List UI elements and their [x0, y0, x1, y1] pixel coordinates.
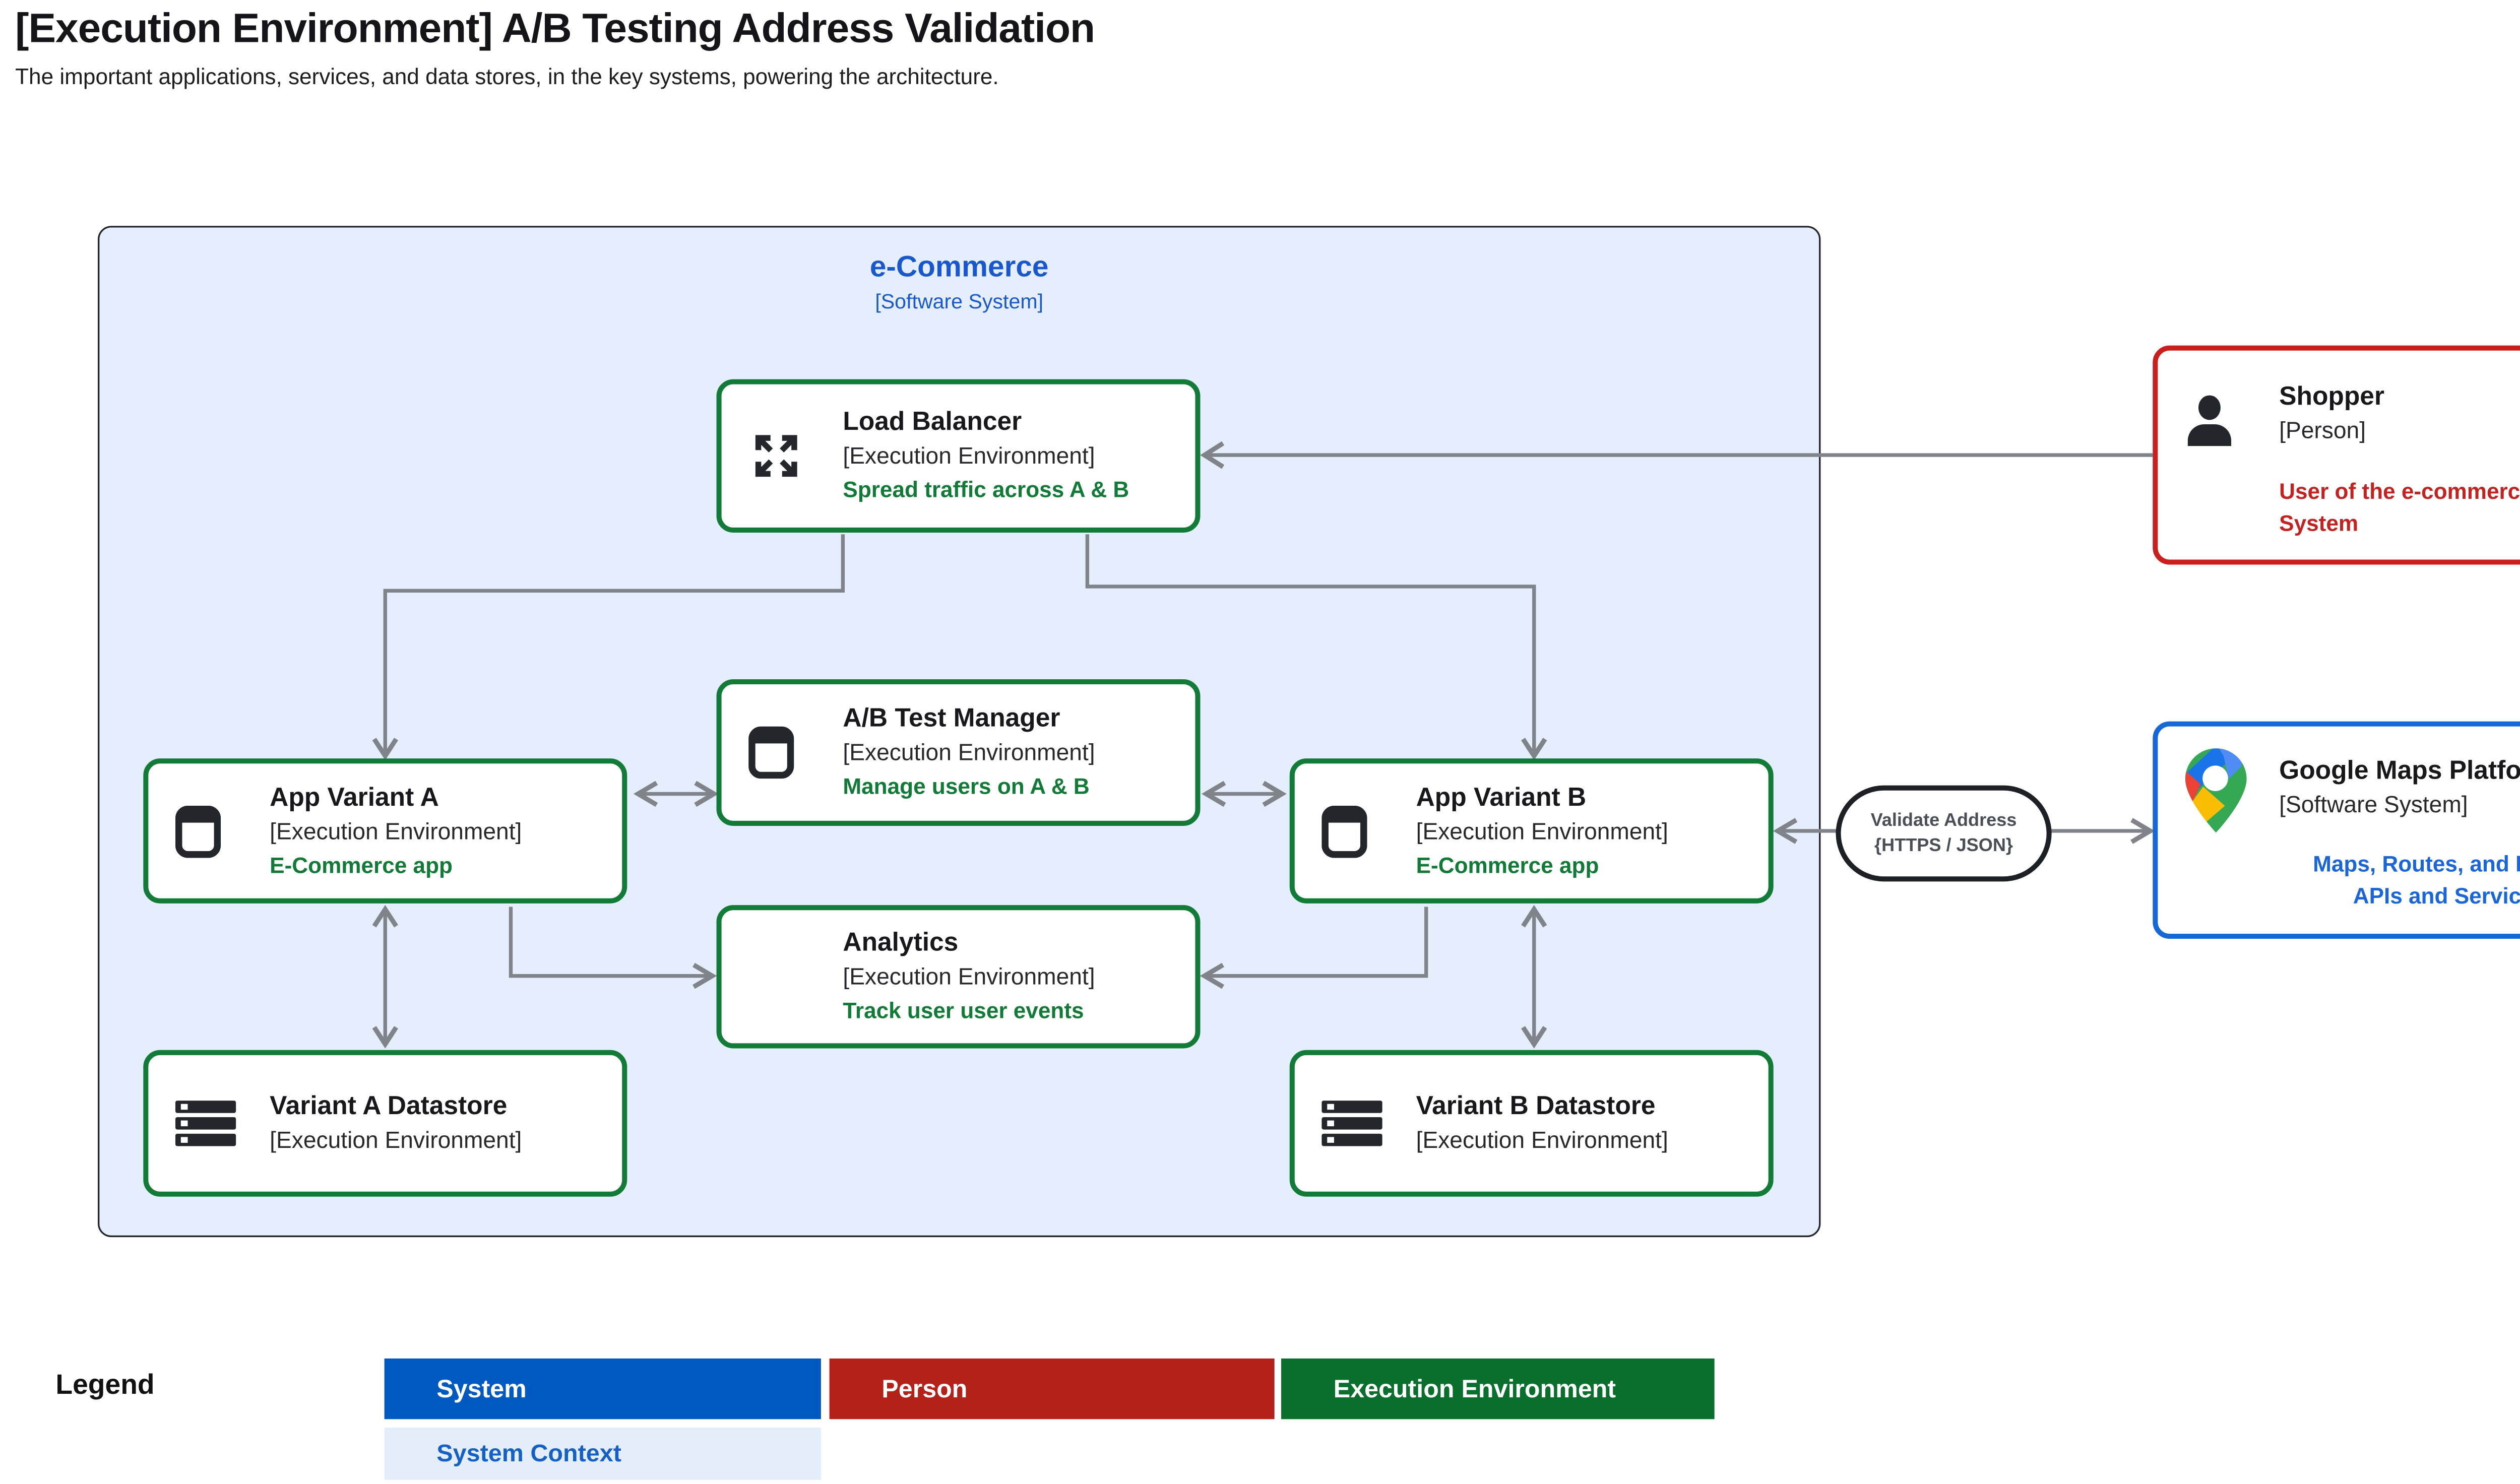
page-title: [Execution Environment] A/B Testing Addr…	[15, 7, 1095, 52]
edge-label-line2: {HTTPS / JSON}	[1874, 835, 2013, 856]
node-app-variant-a: App Variant A [Execution Environment] E-…	[143, 758, 627, 904]
node-app-variant-b: App Variant B [Execution Environment] E-…	[1289, 758, 1774, 904]
legend-swatch-person: Person	[829, 1358, 1275, 1420]
app-window-icon	[1321, 805, 1416, 857]
node-type: [Execution Environment]	[1416, 818, 1668, 844]
node-google-maps-platform: Google Maps Platform [Software System] M…	[2153, 721, 2520, 939]
app-window-icon	[748, 726, 843, 779]
legend-label: System Context	[436, 1440, 621, 1467]
person-icon	[2185, 351, 2279, 560]
legend-swatch-execution-environment: Execution Environment	[1281, 1358, 1715, 1420]
node-title: App Variant A	[270, 783, 439, 812]
node-load-balancer: Load Balancer [Execution Environment] Sp…	[716, 379, 1201, 533]
node-shopper: Shopper [Person] User of the e-commerce …	[2153, 345, 2520, 565]
node-type: [Execution Environment]	[843, 443, 1095, 469]
node-type: [Execution Environment]	[270, 818, 522, 844]
node-type: [Software System]	[2279, 792, 2468, 818]
node-description: E-Commerce app	[270, 852, 453, 877]
node-title: Shopper	[2279, 382, 2384, 412]
edge-label-validate-address: Validate Address {HTTPS / JSON}	[1836, 785, 2052, 882]
node-description-line2: APIs and Services	[2353, 883, 2520, 909]
datastore-icon	[1321, 1101, 1416, 1146]
google-maps-pin-icon	[2185, 727, 2279, 934]
node-type: [Execution Environment]	[843, 964, 1095, 990]
node-type: [Person]	[2279, 418, 2366, 443]
node-description-line1: Maps, Routes, and Places	[2313, 851, 2520, 877]
node-title: A/B Test Manager	[843, 704, 1060, 733]
node-ab-test-manager: A/B Test Manager [Execution Environment]…	[716, 679, 1201, 826]
node-variant-a-datastore: Variant A Datastore [Execution Environme…	[143, 1050, 627, 1197]
legend-label: System	[436, 1374, 527, 1403]
node-description-line2: System	[2279, 510, 2359, 536]
node-variant-b-datastore: Variant B Datastore [Execution Environme…	[1289, 1050, 1774, 1197]
node-description: Track user user events	[843, 998, 1084, 1023]
system-context-title: e-Commerce	[869, 249, 1049, 283]
node-type: [Execution Environment]	[270, 1127, 522, 1153]
node-description: E-Commerce app	[1416, 852, 1599, 877]
node-title: Load Balancer	[843, 408, 1022, 437]
node-type: [Execution Environment]	[843, 740, 1095, 765]
node-title: Google Maps Platform	[2279, 756, 2520, 786]
node-title: Variant A Datastore	[270, 1092, 508, 1121]
system-context-type: [Software System]	[875, 290, 1044, 314]
legend-label: Person	[881, 1374, 968, 1403]
node-type: [Execution Environment]	[1416, 1127, 1668, 1153]
node-description: Spread traffic across A & B	[843, 477, 1129, 502]
edge-label-line1: Validate Address	[1870, 810, 2017, 831]
legend-swatch-system-context: System Context	[384, 1428, 821, 1480]
node-title: Variant B Datastore	[1416, 1092, 1656, 1121]
datastore-icon	[175, 1101, 270, 1146]
spread-arrows-icon	[748, 428, 843, 484]
node-analytics: Analytics [Execution Environment] Track …	[716, 905, 1201, 1049]
node-description: Manage users on A & B	[843, 773, 1090, 799]
legend-title: Legend	[55, 1370, 155, 1401]
legend-label: Execution Environment	[1333, 1374, 1616, 1403]
legend-swatch-system: System	[384, 1358, 821, 1420]
node-title: Analytics	[843, 928, 959, 957]
page-subtitle: The important applications, services, an…	[15, 64, 999, 90]
node-title: App Variant B	[1416, 783, 1587, 812]
node-description-line1: User of the e-commerce	[2279, 478, 2520, 504]
app-window-icon	[175, 805, 270, 857]
